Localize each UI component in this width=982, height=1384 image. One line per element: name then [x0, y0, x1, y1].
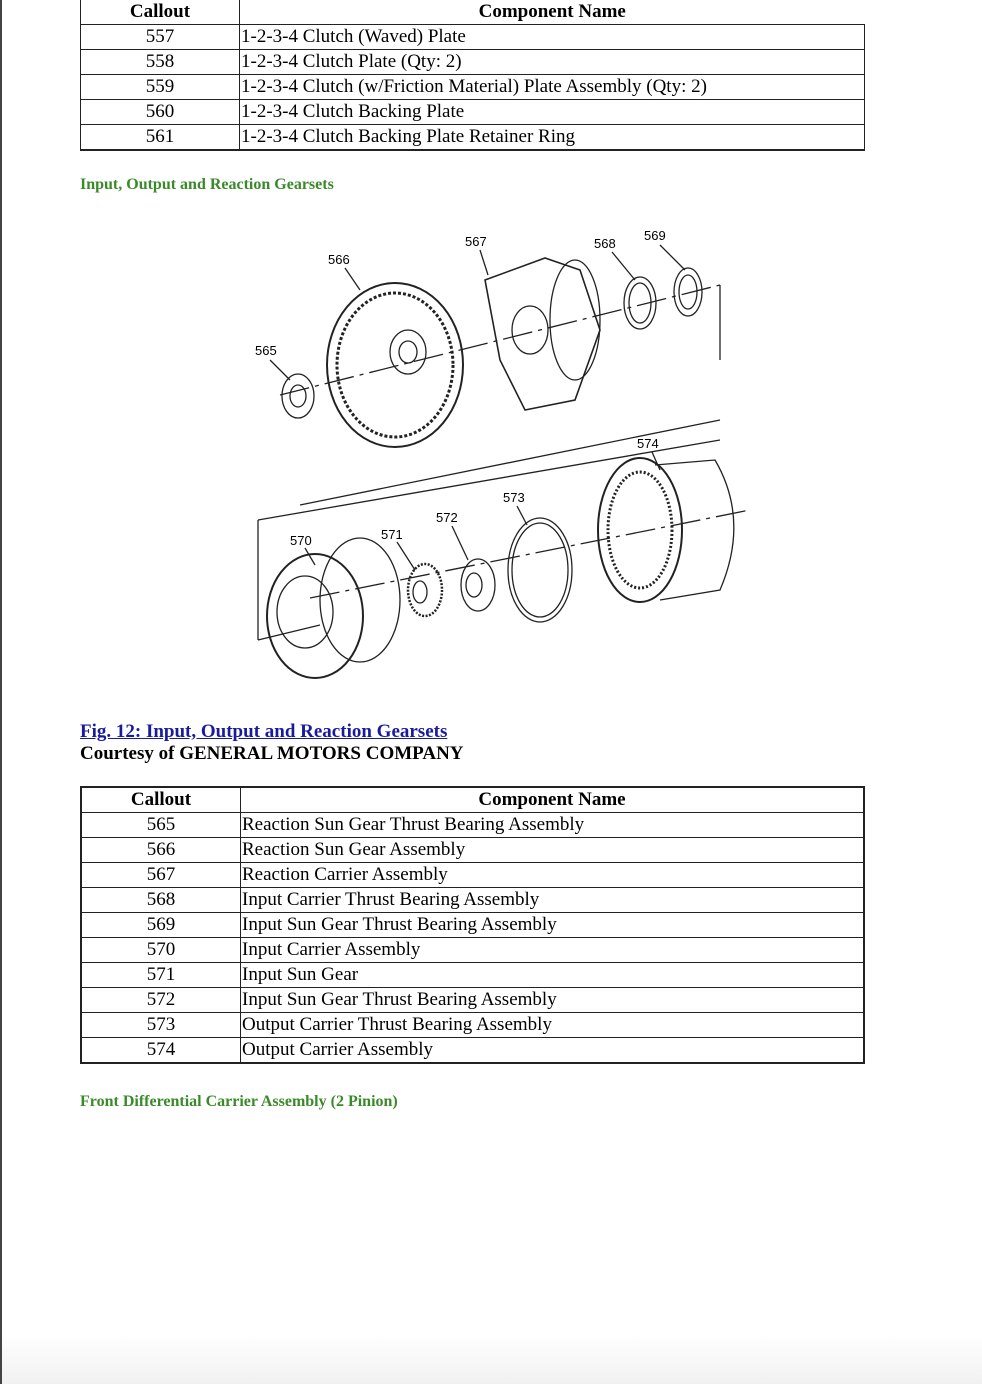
- component-name-cell: Input Carrier Assembly: [240, 937, 865, 963]
- callout-cell: 573: [80, 1012, 241, 1038]
- callout-label-566: 566: [328, 252, 350, 267]
- callout-header: Callout: [80, 0, 240, 25]
- component-name-cell: 1-2-3-4 Clutch (Waved) Plate: [239, 24, 865, 50]
- callout-cell: 570: [80, 937, 241, 963]
- part-573-bearing: [507, 517, 573, 623]
- figure-caption-link[interactable]: Fig. 12: Input, Output and Reaction Gear…: [80, 721, 448, 742]
- component-name-cell: 1-2-3-4 Clutch Plate (Qty: 2): [239, 49, 865, 75]
- part-568-bearing: [623, 276, 657, 330]
- exploded-gearset-diagram: 565 566 567 568 569 570 571 572 573 574: [255, 228, 751, 679]
- section-heading-gearsets: Input, Output and Reaction Gearsets: [80, 176, 334, 193]
- part-571-input-sun-gear: [406, 562, 444, 618]
- part-572-bearing: [460, 558, 496, 612]
- axis-line-upper: [279, 284, 721, 396]
- component-name-cell: Input Carrier Thrust Bearing Assembly: [240, 887, 865, 913]
- callout-cell: 559: [80, 74, 240, 100]
- callout-cell: 566: [80, 837, 241, 863]
- page-left-border: [0, 0, 2, 1384]
- component-name-cell: 1-2-3-4 Clutch (w/Friction Material) Pla…: [239, 74, 865, 100]
- frame-line: [257, 439, 721, 521]
- callout-label-565: 565: [255, 343, 277, 358]
- part-569-bearing: [673, 267, 703, 317]
- component-name-cell: Reaction Carrier Assembly: [240, 862, 865, 888]
- callout-cell: 561: [80, 124, 240, 151]
- callout-cell: 558: [80, 49, 240, 75]
- callout-label-571: 571: [381, 527, 403, 542]
- component-name-header: Component Name: [240, 786, 865, 813]
- component-name-cell: 1-2-3-4 Clutch Backing Plate: [239, 99, 865, 125]
- callout-label-570: 570: [290, 533, 312, 548]
- callout-cell: 565: [80, 812, 241, 838]
- figure-courtesy: Courtesy of GENERAL MOTORS COMPANY: [80, 743, 464, 764]
- part-566-reaction-sun-gear: [326, 282, 464, 448]
- component-name-header: Component Name: [239, 0, 865, 25]
- section-heading-front-differential: Front Differential Carrier Assembly (2 P…: [80, 1093, 398, 1110]
- callout-cell: 569: [80, 912, 241, 938]
- component-name-cell: Input Sun Gear: [240, 962, 865, 988]
- part-567-reaction-carrier: [484, 257, 601, 411]
- component-name-cell: Reaction Sun Gear Assembly: [240, 837, 865, 863]
- callout-cell: 557: [80, 24, 240, 50]
- part-574-output-carrier: [597, 457, 735, 603]
- callout-label-573: 573: [503, 490, 525, 505]
- callout-label-572: 572: [436, 510, 458, 525]
- callout-header: Callout: [80, 786, 241, 813]
- part-565-thrust-bearing: [281, 373, 315, 419]
- page-bottom-shadow: [2, 1334, 982, 1384]
- callout-cell: 574: [80, 1037, 241, 1064]
- callout-cell: 560: [80, 99, 240, 125]
- callout-cell: 572: [80, 987, 241, 1013]
- callout-label-569: 569: [644, 228, 666, 243]
- table-header-row: Callout Component Name: [80, 786, 865, 813]
- axis-line-lower: [309, 509, 751, 599]
- callout-label-568: 568: [594, 236, 616, 251]
- component-name-cell: 1-2-3-4 Clutch Backing Plate Retainer Ri…: [239, 124, 865, 151]
- component-name-cell: Input Sun Gear Thrust Bearing Assembly: [240, 987, 865, 1013]
- callout-label-567: 567: [465, 234, 487, 249]
- part-570-input-carrier: [266, 537, 401, 679]
- component-name-cell: Output Carrier Thrust Bearing Assembly: [240, 1012, 865, 1038]
- component-name-cell: Output Carrier Assembly: [240, 1037, 865, 1064]
- callout-cell: 571: [80, 962, 241, 988]
- component-name-cell: Reaction Sun Gear Thrust Bearing Assembl…: [240, 812, 865, 838]
- table-header-row: Callout Component Name: [80, 0, 865, 25]
- callout-cell: 568: [80, 887, 241, 913]
- callout-label-574: 574: [637, 436, 659, 451]
- callout-cell: 567: [80, 862, 241, 888]
- component-name-cell: Input Sun Gear Thrust Bearing Assembly: [240, 912, 865, 938]
- figure-caption: Fig. 12: Input, Output and Reaction Gear…: [80, 721, 464, 765]
